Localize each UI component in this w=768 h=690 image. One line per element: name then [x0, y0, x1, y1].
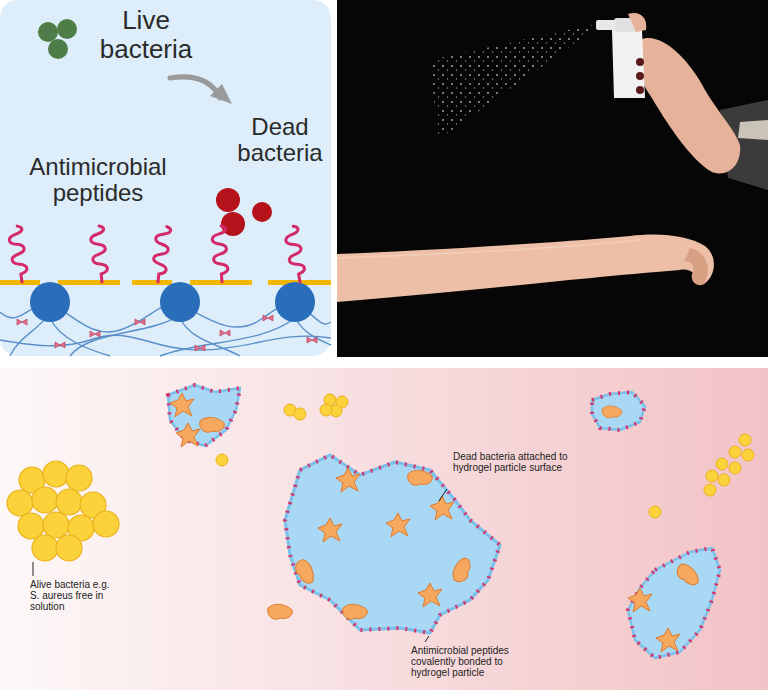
- dead-bacteria-on-particles: [170, 393, 702, 652]
- hydrogel-particles: [168, 385, 720, 658]
- live-bacteria-cluster: [38, 19, 77, 59]
- peptide-label: Antimicrobial peptides: [4, 154, 192, 207]
- peptide-helices: [8, 226, 308, 284]
- leader-lines: [33, 489, 447, 642]
- dead-bacteria-callout: Dead bacteria attached to hydrogel parti…: [453, 451, 581, 473]
- hydrogel-beads: [30, 282, 315, 322]
- kill-arrow: [170, 77, 232, 104]
- crosslinks: [17, 315, 317, 351]
- solution-background: [0, 368, 768, 690]
- peptide-callout: Antimicrobial peptides covalently bonded…: [411, 645, 529, 678]
- alive-bacteria-callout: Alive bacteria e.g. S. aureus free in so…: [30, 579, 112, 612]
- live-bacteria-clusters: [7, 394, 754, 561]
- schematic-panel: [0, 0, 331, 356]
- spray-photo: [337, 0, 768, 357]
- live-bacteria-label: Live bacteria: [85, 6, 207, 63]
- dead-bacteria-label: Dead bacteria: [225, 114, 335, 167]
